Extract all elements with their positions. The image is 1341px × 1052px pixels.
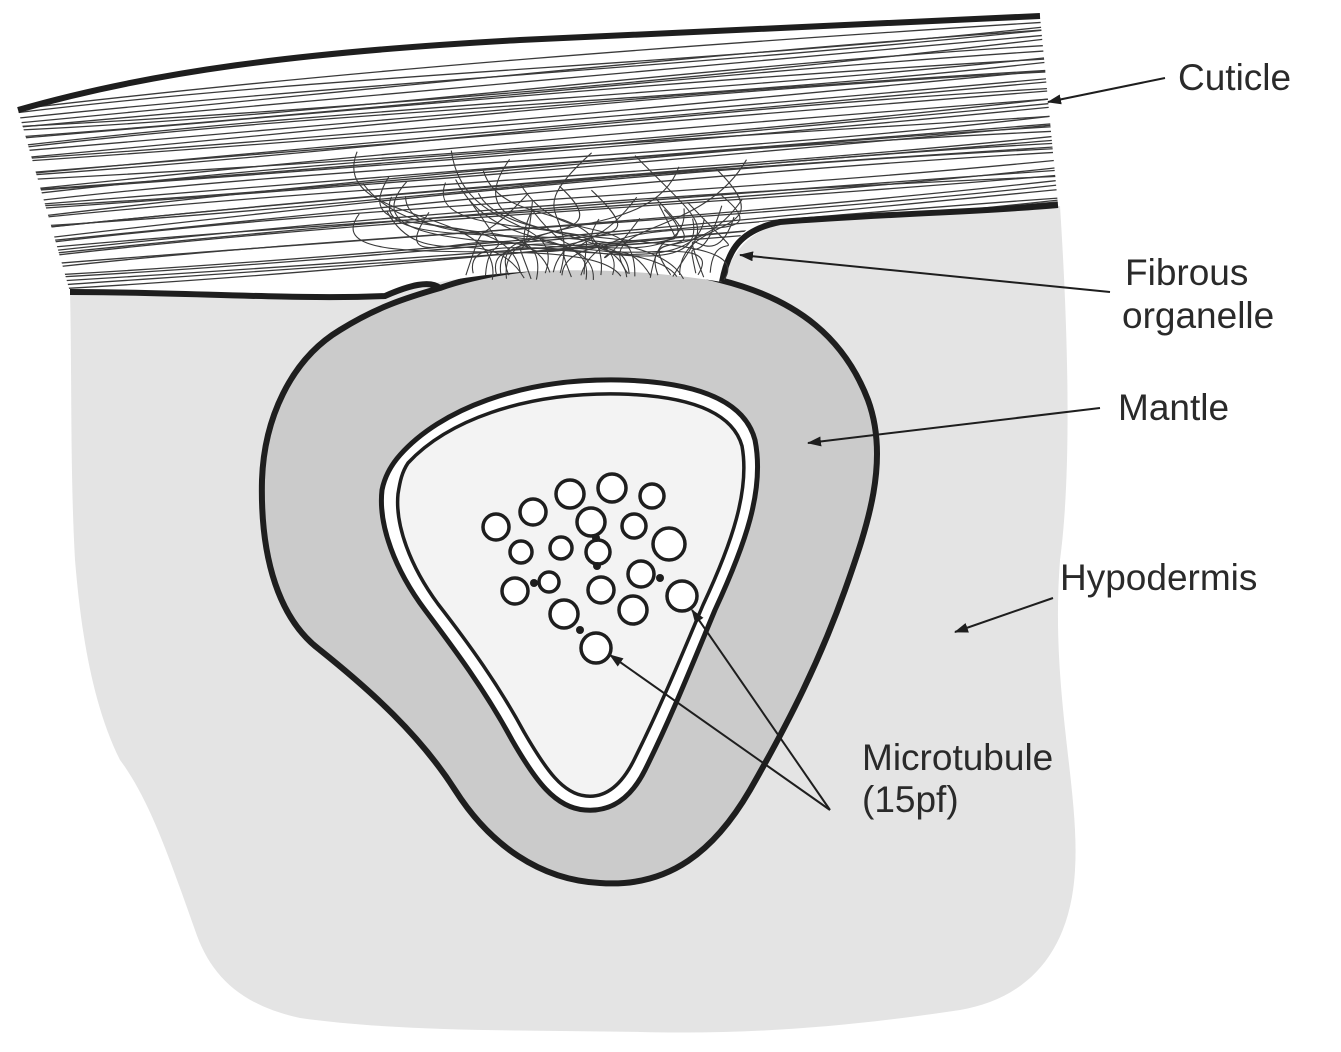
fibrous-organelle-label-line2: organelle [1122,295,1274,336]
microtubule [550,600,578,628]
microtubule-link [530,579,538,587]
microtubule [577,508,605,536]
microtubule [483,514,509,540]
microtubule [520,499,546,525]
microtubule [510,541,532,563]
hypodermis-label: Hypodermis [1060,557,1257,598]
microtubule [628,561,654,587]
microtubule [556,480,584,508]
cuticle-leader [1048,78,1165,102]
microtubule [667,581,697,611]
microtubule [539,572,559,592]
microtubule-link [593,562,601,570]
microtubule [581,633,611,663]
microtubule [588,577,614,603]
fibrous-organelle-label-line1: Fibrous [1125,252,1248,293]
microtubule-link [592,534,600,542]
microtubule [619,596,647,624]
microtubule [586,540,610,564]
microtubule-link [656,574,664,582]
mantle-label: Mantle [1118,387,1229,428]
microtubule-label-line2: (15pf) [862,779,959,820]
microtubule [622,514,646,538]
microtubule-label-line1: Microtubule [862,737,1053,778]
microtubule [598,474,626,502]
cuticle-label: Cuticle [1178,57,1291,98]
microtubule-link [576,626,584,634]
microtubule [653,528,685,560]
microtubule [640,484,664,508]
microtubule [550,537,572,559]
microtubule [502,578,528,604]
